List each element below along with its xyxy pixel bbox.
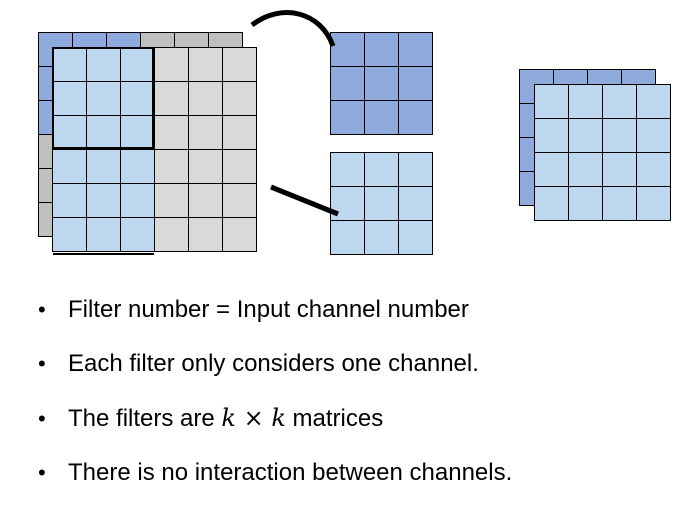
grid-cell bbox=[535, 187, 568, 220]
grid-cell bbox=[603, 85, 636, 118]
grid-cell bbox=[399, 101, 432, 134]
grid-cell bbox=[121, 184, 154, 217]
grid-cell bbox=[365, 153, 398, 186]
grid-cell bbox=[223, 184, 256, 217]
bullet-item-kxk-matrices: • The filters are k × k matrices bbox=[38, 404, 512, 433]
filter-2-grid bbox=[330, 152, 433, 255]
grid-cell bbox=[189, 82, 222, 115]
grid-cell bbox=[53, 184, 86, 217]
grid-cell bbox=[223, 48, 256, 81]
grid-cell bbox=[399, 221, 432, 254]
grid-cell bbox=[331, 101, 364, 134]
grid-cell bbox=[87, 48, 120, 81]
grid-cell bbox=[331, 33, 364, 66]
grid-cell bbox=[121, 116, 154, 149]
grid-cell bbox=[637, 85, 670, 118]
grid-cell bbox=[223, 150, 256, 183]
grid-cell bbox=[53, 48, 86, 81]
grid-cell bbox=[53, 82, 86, 115]
grid-cell bbox=[365, 67, 398, 100]
filter-1-grid bbox=[330, 32, 433, 135]
grid-cell bbox=[399, 153, 432, 186]
grid-cell bbox=[155, 150, 188, 183]
grid-cell bbox=[155, 184, 188, 217]
grid-cell bbox=[603, 153, 636, 186]
bullet-item-one-channel: • Each filter only considers one channel… bbox=[38, 350, 512, 378]
grid-cell bbox=[87, 116, 120, 149]
bullet-text-suffix: matrices bbox=[285, 405, 384, 432]
grid-cell bbox=[569, 85, 602, 118]
grid-cell bbox=[535, 119, 568, 152]
grid-cell bbox=[603, 187, 636, 220]
bullet-marker-icon: • bbox=[38, 351, 46, 376]
math-k-symbol: k bbox=[221, 404, 236, 432]
grid-cell bbox=[155, 218, 188, 251]
math-k-symbol: k bbox=[271, 404, 286, 432]
grid-cell bbox=[569, 153, 602, 186]
grid-cell bbox=[331, 187, 364, 220]
grid-cell bbox=[637, 187, 670, 220]
grid-cell bbox=[53, 218, 86, 251]
grid-cell bbox=[87, 150, 120, 183]
arrow-filter2-to-front-channel-icon bbox=[270, 184, 339, 217]
grid-cell bbox=[155, 116, 188, 149]
grid-cell bbox=[121, 82, 154, 115]
bullet-text-prefix: The filters are bbox=[68, 405, 222, 432]
bullet-text: Filter number = Input channel number bbox=[68, 296, 469, 323]
grid-cell bbox=[365, 33, 398, 66]
grid-cell bbox=[53, 150, 86, 183]
math-times-symbol: × bbox=[235, 404, 272, 432]
grid-cell bbox=[53, 116, 86, 149]
bullet-text: Each filter only considers one channel. bbox=[68, 350, 479, 377]
grid-cell bbox=[87, 184, 120, 217]
arrow-filter1-to-back-channel-icon bbox=[250, 10, 336, 47]
bullet-item-filter-number: • Filter number = Input channel number bbox=[38, 296, 512, 324]
grid-cell bbox=[223, 116, 256, 149]
filter-scan-highlight bbox=[52, 47, 154, 149]
bullet-item-no-interaction: • There is no interaction between channe… bbox=[38, 459, 512, 487]
grid-cell bbox=[365, 101, 398, 134]
grid-cell bbox=[87, 218, 120, 251]
grid-cell bbox=[365, 187, 398, 220]
grid-cell bbox=[535, 85, 568, 118]
grid-cell bbox=[603, 119, 636, 152]
bullet-list: • Filter number = Input channel number •… bbox=[38, 296, 512, 513]
input-channel-front-grid bbox=[52, 47, 257, 252]
filter-scan-bottom-line bbox=[53, 253, 154, 255]
bullet-marker-icon: • bbox=[38, 406, 46, 431]
grid-cell bbox=[569, 119, 602, 152]
grid-cell bbox=[365, 221, 398, 254]
grid-cell bbox=[87, 82, 120, 115]
grid-cell bbox=[569, 187, 602, 220]
bullet-marker-icon: • bbox=[38, 297, 46, 322]
grid-cell bbox=[331, 67, 364, 100]
grid-cell bbox=[223, 218, 256, 251]
grid-cell bbox=[637, 119, 670, 152]
grid-cell bbox=[399, 187, 432, 220]
grid-cell bbox=[189, 184, 222, 217]
grid-cell bbox=[121, 48, 154, 81]
output-channel-front-grid bbox=[534, 84, 671, 221]
grid-cell bbox=[399, 67, 432, 100]
grid-cell bbox=[223, 82, 256, 115]
grid-cell bbox=[331, 153, 364, 186]
grid-cell bbox=[399, 33, 432, 66]
grid-cell bbox=[189, 116, 222, 149]
grid-cell bbox=[189, 150, 222, 183]
grid-cell bbox=[535, 153, 568, 186]
bullet-marker-icon: • bbox=[38, 460, 46, 485]
bullet-text: The filters are k × k matrices bbox=[68, 404, 383, 433]
grid-cell bbox=[155, 82, 188, 115]
grid-cell bbox=[155, 48, 188, 81]
bullet-text: There is no interaction between channels… bbox=[68, 459, 513, 486]
grid-cell bbox=[637, 153, 670, 186]
grid-cell bbox=[121, 150, 154, 183]
grid-cell bbox=[331, 221, 364, 254]
grid-cell bbox=[121, 218, 154, 251]
grid-cell bbox=[189, 218, 222, 251]
grid-cell bbox=[189, 48, 222, 81]
